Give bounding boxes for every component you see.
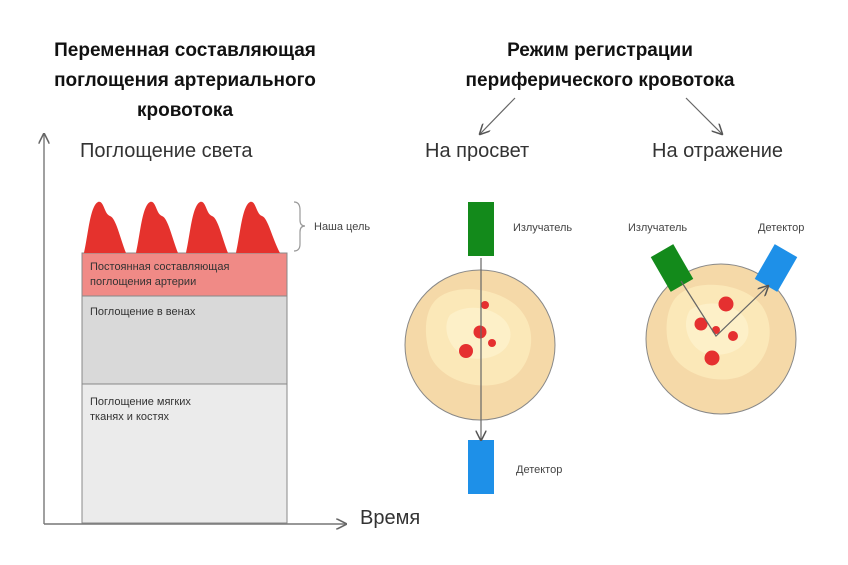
arrow-to-transmission xyxy=(480,97,516,134)
mode-reflection-label: На отражение xyxy=(652,140,784,162)
reflection-detector-label: Детектор xyxy=(758,222,805,234)
mode-transmission-label: На просвет xyxy=(425,140,530,162)
left-title-line-2: поглощения артериального xyxy=(54,70,316,91)
reflection-tissue xyxy=(645,263,797,415)
right-title-line-2: периферического кровотока xyxy=(465,70,735,91)
arrow-to-reflection xyxy=(685,97,722,134)
soft-tissue-layer xyxy=(81,383,288,524)
artery-constant-layer xyxy=(81,252,288,297)
transmission-detector-label: Детектор xyxy=(516,464,563,476)
right-title: Режим регистрации периферического кровот… xyxy=(435,36,765,96)
transmission-emitter-label: Излучатель xyxy=(513,222,573,234)
artery-constant-label: Постоянная составляющая поглощения артер… xyxy=(90,261,230,288)
reflection-light-path xyxy=(680,280,768,337)
soft-tissue-label: Поглощение мягких тканях и костях xyxy=(90,396,191,423)
y-axis-label: Поглощение света xyxy=(80,140,253,162)
right-title-line-1: Режим регистрации xyxy=(507,40,693,61)
target-brace xyxy=(293,201,306,252)
veins-layer xyxy=(81,295,288,385)
reflection-emitter xyxy=(650,244,694,292)
transmission-tissue xyxy=(404,269,556,421)
left-title-line-1: Переменная составляющая xyxy=(54,40,316,61)
left-title-line-3: кровотока xyxy=(136,100,234,121)
veins-label: Поглощение в венах xyxy=(90,306,196,318)
target-label: Наша цель xyxy=(314,221,371,233)
reflection-emitter-label: Излучатель xyxy=(628,222,688,234)
pulse-wave xyxy=(84,201,280,253)
transmission-detector xyxy=(468,440,494,494)
transmission-emitter xyxy=(468,202,494,256)
x-axis-label: Время xyxy=(360,507,421,529)
reflection-detector xyxy=(754,244,798,292)
left-title: Переменная составляющая поглощения артер… xyxy=(20,36,350,126)
